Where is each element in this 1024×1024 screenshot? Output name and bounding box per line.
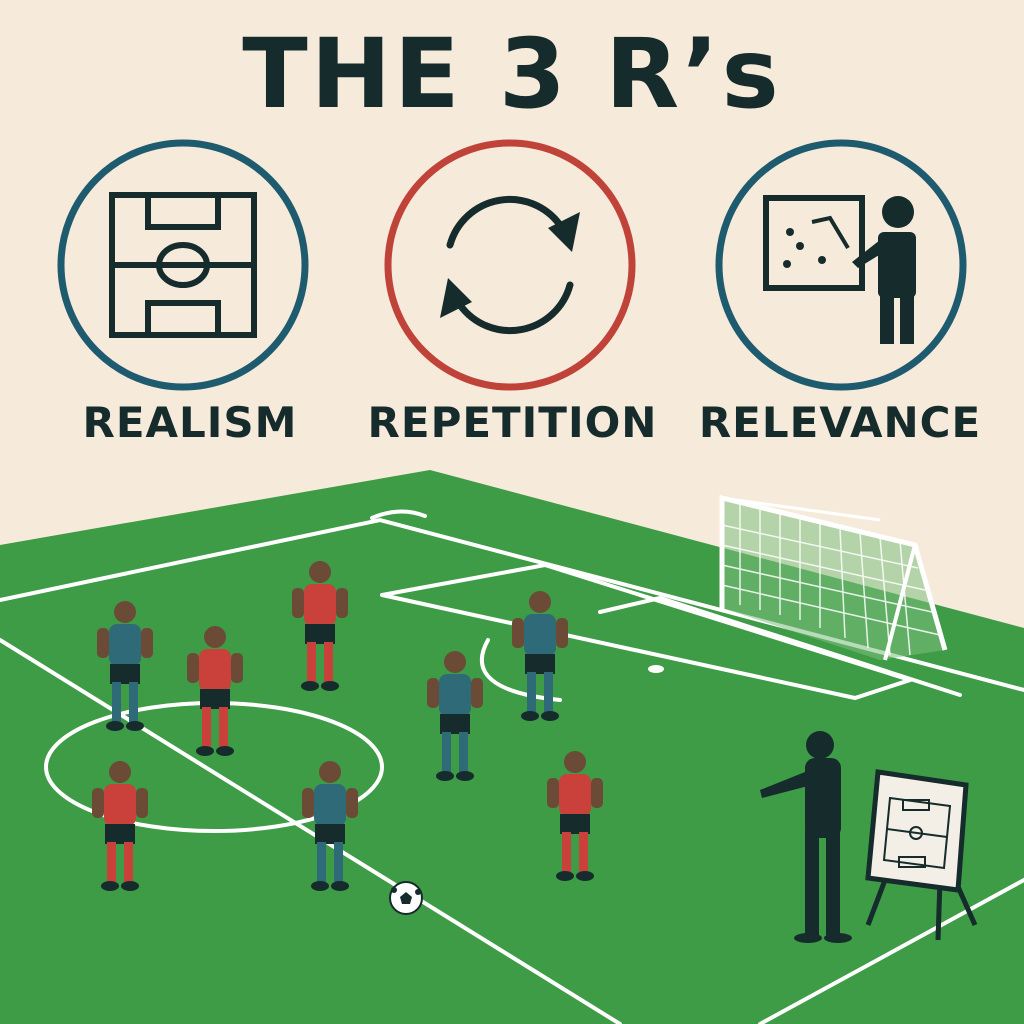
player-figure bbox=[302, 761, 358, 891]
player-figure bbox=[427, 651, 483, 781]
tactics-board bbox=[865, 769, 978, 941]
page-title: THE 3 R’s bbox=[242, 18, 782, 130]
pitch-diagram-icon bbox=[57, 139, 309, 391]
goal-net bbox=[719, 494, 948, 661]
soccer-ball bbox=[389, 881, 423, 915]
player-figure bbox=[187, 626, 243, 756]
coach-whiteboard-icon bbox=[715, 139, 967, 391]
player-figure bbox=[97, 601, 153, 731]
player-figure bbox=[92, 761, 148, 891]
pillar-label-relevance: RELEVANCE bbox=[698, 398, 982, 447]
pillar-icons bbox=[57, 139, 967, 391]
cycle-arrows-icon bbox=[384, 139, 636, 391]
player-figure bbox=[512, 591, 568, 721]
player-figure bbox=[292, 561, 348, 691]
pillar-label-repetition: REPETITION bbox=[367, 398, 658, 447]
pillar-label-realism: REALISM bbox=[82, 398, 298, 447]
player-figure bbox=[547, 751, 603, 881]
coach-figure bbox=[760, 731, 852, 943]
